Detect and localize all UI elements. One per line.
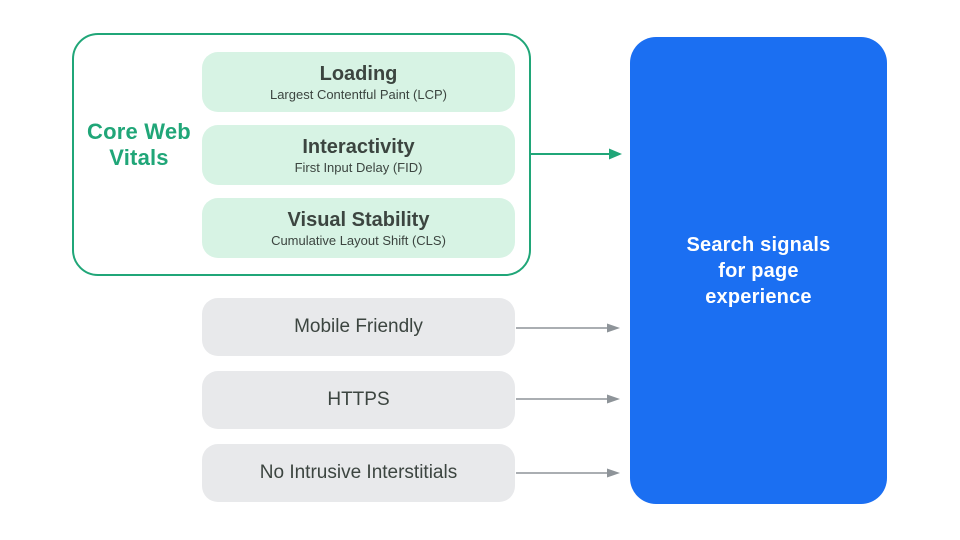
core-web-vitals-arrow-right-icon [531, 148, 622, 160]
search-signals-label: Search signals for page experience [686, 233, 831, 308]
no-intrusive-interstitials-arrow-right-icon [516, 468, 620, 478]
signal-label: No Intrusive Interstitials [259, 462, 458, 483]
core-web-vitals-label: Core Web Vitals [87, 119, 191, 170]
signal-label: HTTPS [327, 389, 390, 410]
signal-pill-no-intrusive-interstitials: No Intrusive Interstitials [202, 444, 515, 502]
vital-subtitle: Cumulative Layout Shift (CLS) [271, 232, 446, 248]
vital-title: Visual Stability [287, 208, 430, 231]
mobile-friendly-arrow-right-icon [516, 323, 620, 333]
vital-pill-interactivity: Interactivity First Input Delay (FID) [202, 125, 515, 185]
vital-subtitle: First Input Delay (FID) [294, 159, 423, 175]
vital-title: Interactivity [302, 135, 415, 158]
vital-pill-loading: Loading Largest Contentful Paint (LCP) [202, 52, 515, 112]
signal-pill-https: HTTPS [202, 371, 515, 429]
signal-label: Mobile Friendly [294, 316, 423, 337]
https-arrow-right-icon [516, 394, 620, 404]
vital-title: Loading [319, 62, 398, 85]
search-signals-box: Search signals for page experience [630, 37, 887, 504]
signal-pill-mobile-friendly: Mobile Friendly [202, 298, 515, 356]
vital-pill-visual-stability: Visual Stability Cumulative Layout Shift… [202, 198, 515, 258]
vital-subtitle: Largest Contentful Paint (LCP) [269, 86, 448, 102]
